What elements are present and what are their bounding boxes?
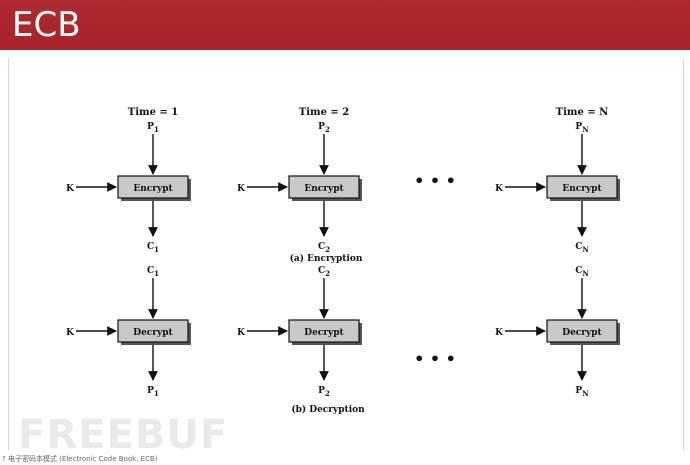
- encryption-col2-box: [288, 175, 360, 199]
- decryption-col2-input-label: C2: [318, 266, 330, 278]
- encryption-col3-output-label-sub: N: [582, 245, 589, 254]
- decryption-col1-output-label-main: P: [147, 386, 154, 396]
- decryption-col3-box: [546, 319, 618, 343]
- decryption-col2-input-label-sub: 2: [325, 269, 330, 278]
- encryption-col2-input-label-main: P: [318, 122, 325, 132]
- decryption-col1-output-label: P1: [147, 386, 159, 398]
- encryption-col2-input-label-sub: 2: [325, 125, 330, 134]
- decryption-col2-input-label-main: C: [318, 266, 325, 276]
- decryption-caption: (b) Decryption: [291, 404, 365, 415]
- encryption-col3-box-label: Encrypt: [562, 184, 602, 194]
- decryption-col2-output-label-sub: 2: [325, 389, 330, 398]
- encryption-col3-output-label: CN: [575, 242, 589, 254]
- encryption-col2-output-label-main: C: [318, 242, 325, 252]
- encryption-col2-key-label: K: [237, 184, 246, 194]
- watermark-logo: FREEBUF: [18, 412, 229, 458]
- decryption-col2-output-label: P2: [318, 386, 330, 398]
- encryption-col3-output-label-main: C: [575, 242, 582, 252]
- decryption-col2-box: [288, 319, 360, 343]
- encryption-col1-input-label-sub: 1: [154, 125, 159, 134]
- encryption-col1-input-label: P1: [147, 122, 159, 134]
- decryption-col3-output-label-sub: N: [582, 389, 589, 398]
- encryption-col1-time-label: Time = 1: [128, 107, 178, 118]
- encryption-col2-box-label: Encrypt: [304, 184, 344, 194]
- encryption-col1-box: [117, 175, 189, 199]
- decryption-col1-key-label: K: [66, 328, 75, 338]
- decryption-col1-box-label: Decrypt: [133, 328, 173, 338]
- slide-title: ECB: [12, 5, 81, 45]
- encryption-col2-output-label: C2: [318, 242, 330, 254]
- decryption-col3-output-label-main: P: [575, 386, 582, 396]
- encryption-col1-input-label-main: P: [147, 122, 154, 132]
- decryption-col3-input-label-main: C: [575, 266, 582, 276]
- encryption-col3-input-label: PN: [575, 122, 589, 134]
- decryption-col1-box: [117, 319, 189, 343]
- decryption-col1-output-label-sub: 1: [154, 389, 159, 398]
- encryption-col1-output-label: C1: [147, 242, 159, 254]
- decryption-col1-input-label: C1: [147, 266, 159, 278]
- encryption-caption: (a) Encryption: [290, 253, 363, 264]
- slide-frame: [8, 58, 684, 450]
- encryption-col3-input-label-sub: N: [582, 125, 589, 134]
- encryption-col1-output-label-main: C: [147, 242, 154, 252]
- decryption-col3-box-label: Decrypt: [562, 328, 602, 338]
- decryption-col3-input-label-sub: N: [582, 269, 589, 278]
- encryption-col2-time-label: Time = 2: [299, 107, 350, 118]
- encryption-col1-box-label: Encrypt: [133, 184, 173, 194]
- encryption-col2-input-label: P2: [318, 122, 330, 134]
- decryption-col2-box-label: Decrypt: [304, 328, 344, 338]
- encryption-col3-time-label: Time = N: [556, 107, 609, 118]
- footer-text: ? 电子密码本模式 (Electronic Code Book, ECB): [2, 455, 158, 463]
- decryption-col1-input-label-main: C: [147, 266, 154, 276]
- decryption-col3-input-label: CN: [575, 266, 589, 278]
- slide-header: ECB: [0, 0, 690, 50]
- decryption-col3-output-label: PN: [575, 386, 589, 398]
- encryption-col1-key-label: K: [66, 184, 75, 194]
- encryption-ellipsis: • • •: [414, 171, 456, 190]
- decryption-ellipsis: • • •: [414, 349, 456, 368]
- encryption-col3-key-label: K: [495, 184, 504, 194]
- encryption-col3-box: [546, 175, 618, 199]
- encryption-col2-output-label-sub: 2: [325, 245, 330, 254]
- encryption-col3-input-label-main: P: [575, 122, 582, 132]
- decryption-col3-key-label: K: [495, 328, 504, 338]
- encryption-col1-output-label-sub: 1: [154, 245, 159, 254]
- decryption-col1-input-label-sub: 1: [154, 269, 159, 278]
- decryption-col2-output-label-main: P: [318, 386, 325, 396]
- decryption-col2-key-label: K: [237, 328, 246, 338]
